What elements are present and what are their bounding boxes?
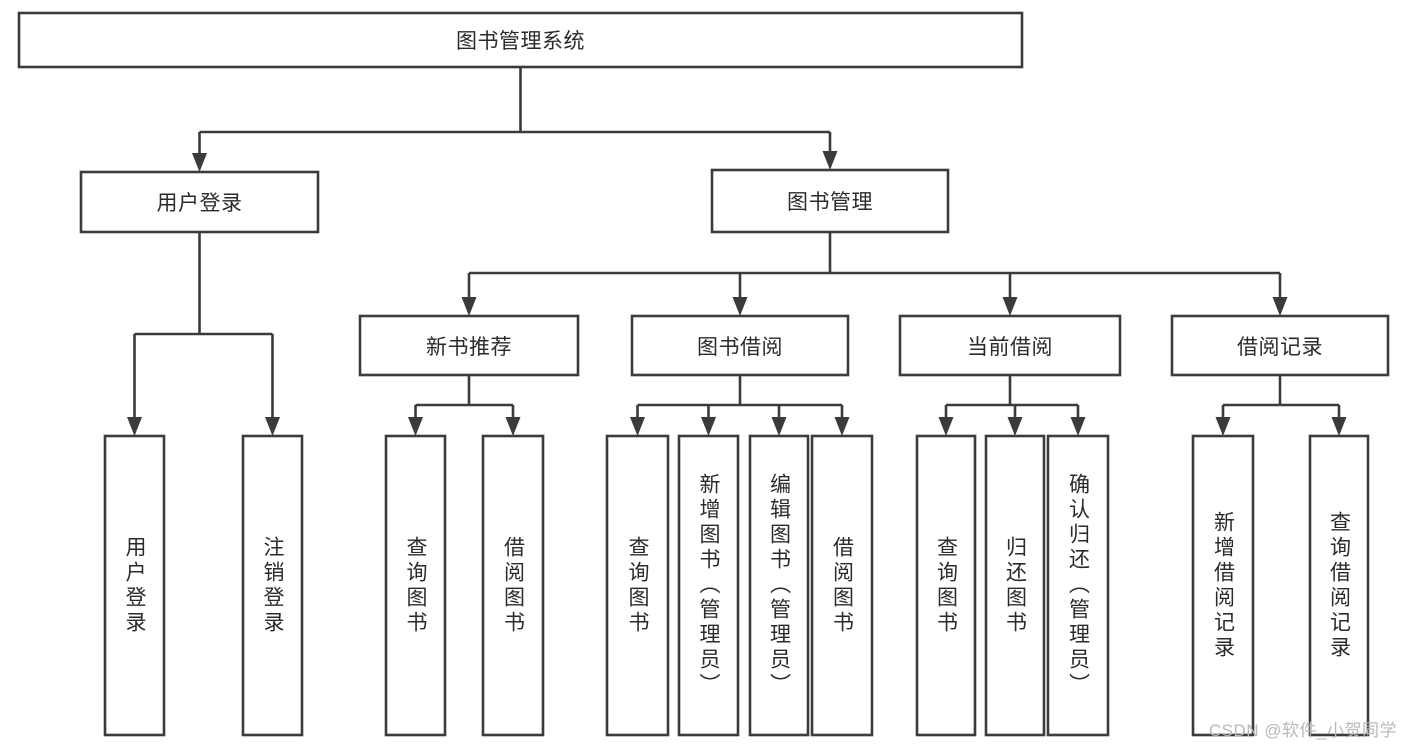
node-box-leaf-edit-book[interactable] — [748, 434, 810, 737]
arrow-book-borrow — [732, 297, 748, 316]
arrow-user-login — [192, 153, 207, 172]
node-box-book-borrow[interactable] — [630, 314, 850, 377]
arrow-leaf-user-login — [127, 417, 142, 436]
watermark-text: CSDN @软件_小贺同学 — [1208, 721, 1397, 740]
node-box-book-manage[interactable] — [710, 168, 950, 234]
arrow-leaf-logout — [265, 417, 280, 436]
node-box-leaf-borrow-book-2[interactable] — [810, 434, 874, 737]
arrow-leaf-confirm-return — [1070, 417, 1086, 436]
arrow-book-manage — [822, 151, 838, 170]
node-box-leaf-query-book-2[interactable] — [605, 434, 670, 737]
arrow-leaf-query-book-3 — [938, 417, 954, 436]
node-box-new-book-recommend[interactable] — [358, 314, 580, 377]
arrow-leaf-add-record — [1215, 417, 1231, 436]
node-box-leaf-confirm-return[interactable] — [1046, 434, 1110, 737]
arrow-leaf-query-book-2 — [630, 417, 645, 436]
node-box-leaf-query-record[interactable] — [1308, 434, 1370, 737]
arrow-leaf-query-record — [1331, 417, 1347, 436]
node-box-leaf-borrow-book-1[interactable] — [481, 434, 545, 737]
connector-layer — [127, 67, 1347, 436]
arrow-leaf-return-book — [1007, 417, 1023, 436]
arrow-leaf-borrow-book-1 — [505, 417, 521, 436]
arrow-borrow-record — [1272, 297, 1288, 316]
node-box-user-login[interactable] — [79, 170, 320, 234]
arrow-current-borrow — [1002, 297, 1018, 316]
node-box-root[interactable] — [17, 11, 1024, 69]
arrow-leaf-edit-book — [771, 417, 787, 436]
arrow-leaf-add-book — [701, 417, 716, 436]
node-box-leaf-query-book-1[interactable] — [384, 434, 447, 737]
node-box-layer — [17, 11, 1390, 737]
arrow-leaf-query-book-1 — [408, 417, 423, 436]
node-box-leaf-add-book[interactable] — [677, 434, 740, 737]
node-box-leaf-user-login[interactable] — [103, 434, 166, 737]
node-box-leaf-logout[interactable] — [241, 434, 304, 737]
node-box-borrow-record[interactable] — [1170, 314, 1390, 377]
node-box-leaf-add-record[interactable] — [1191, 434, 1255, 737]
arrow-leaf-borrow-book-2 — [834, 417, 850, 436]
node-box-current-borrow[interactable] — [898, 314, 1122, 377]
arrow-new-book-recommend — [461, 297, 477, 316]
node-box-leaf-query-book-3[interactable] — [915, 434, 977, 737]
node-box-leaf-return-book[interactable] — [984, 434, 1046, 737]
